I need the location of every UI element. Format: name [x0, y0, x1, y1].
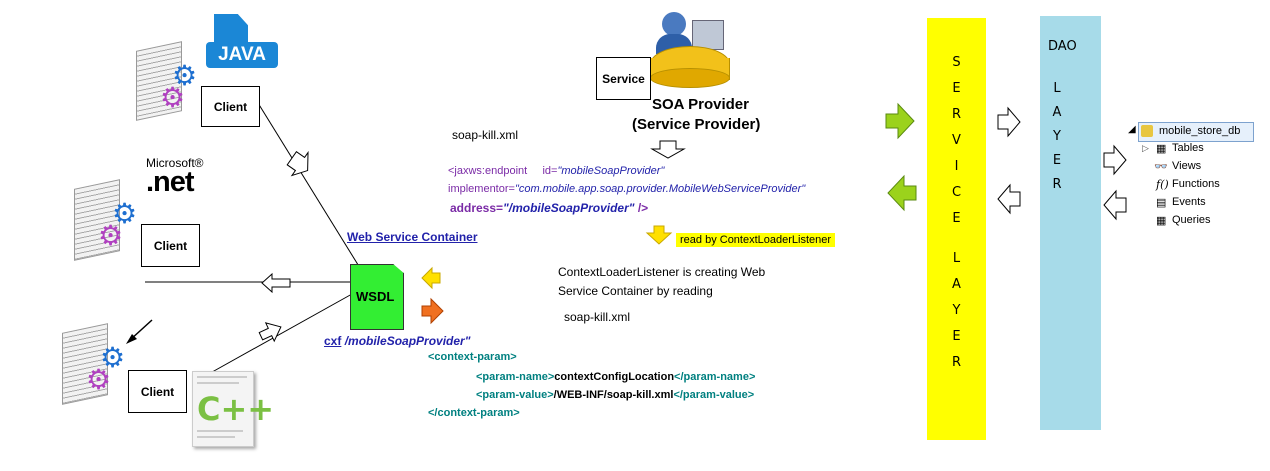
wsdl-label: WSDL	[356, 289, 395, 304]
arrow-right-green	[885, 102, 915, 140]
implementor-value: "com.mobile.app.soap.provider.MobileWebS…	[514, 183, 806, 195]
id-attr: id=	[542, 165, 558, 177]
param-name-line: <param-name>contextConfigLocation</param…	[476, 371, 755, 383]
client-box-java[interactable]: Client	[201, 86, 260, 127]
param-name-close: </param-name>	[674, 371, 756, 383]
client-label: Client	[153, 238, 188, 253]
arrow-right-white-1	[997, 106, 1021, 138]
endpoint-line-1: <jaxws:endpoint id="mobileSoapProvider"	[448, 165, 664, 177]
service-layer-label: S E R V I C E L A Y E R	[951, 55, 962, 370]
arrow-outline-1	[286, 150, 309, 177]
description-line-1: ContextLoaderListener is creating Web	[558, 265, 766, 279]
endpoint-line-2: implementor="com.mobile.app.soap.provide…	[448, 183, 805, 195]
param-name-open: <param-name>	[476, 371, 555, 383]
context-param-open: <context-param>	[428, 351, 517, 363]
table-icon: ▦	[1156, 143, 1167, 155]
param-value-line: <param-value>/WEB-INF/soap-kill.xml</par…	[476, 389, 754, 401]
db-tree: mobile_store_db ◢ ▷▦Tables 👓Views f()Fun…	[1126, 106, 1256, 238]
arrow-outline-2	[261, 272, 291, 294]
gear-icon-purple: ⚙	[98, 219, 124, 252]
database-icon	[1141, 125, 1153, 137]
endpoint-close: />	[637, 201, 649, 215]
soa-subtitle: (Service Provider)	[632, 116, 761, 133]
cpp-label: C++	[197, 390, 275, 428]
param-name-value: contextConfigLocation	[554, 371, 675, 383]
cxf-path: /mobileSoapProvider"	[344, 334, 471, 348]
implementor-attr: implementor=	[448, 183, 515, 195]
read-by-label: read by ContextLoaderListener	[676, 233, 836, 247]
param-value-value: /WEB-INF/soap-kill.xml	[553, 389, 674, 401]
dotnet-logo: .net	[146, 166, 195, 198]
db-item-functions[interactable]: f()Functions	[1156, 178, 1220, 191]
gear-icon-blue: ⚙	[172, 59, 198, 92]
gear-icon-purple: ⚙	[160, 81, 186, 114]
param-value-close: </param-value>	[673, 389, 755, 401]
web-service-container-label[interactable]: Web Service Container	[347, 230, 478, 244]
arrow-left-green	[887, 174, 917, 212]
param-value-open: <param-value>	[476, 389, 554, 401]
client-box-cpp[interactable]: Client	[128, 370, 187, 413]
db-item-queries[interactable]: ▦Queries	[1156, 214, 1211, 227]
arrow-right-orange	[421, 297, 444, 325]
service-box[interactable]: Service	[596, 57, 651, 100]
endpoint-line-3: address="/mobileSoapProvider" />	[450, 201, 648, 215]
arrow-right-white-2	[1103, 144, 1127, 176]
arrow-left-white-2	[1103, 189, 1127, 221]
db-root-label: mobile_store_db	[1159, 125, 1241, 137]
cpp-file-icon: C++	[192, 371, 274, 447]
cxf-link[interactable]: cxf	[324, 334, 342, 348]
collapse-icon[interactable]: ◢	[1128, 124, 1136, 135]
client-label: Client	[140, 384, 175, 399]
service-label: Service	[602, 71, 645, 86]
java-icon: JAVA	[206, 14, 278, 76]
client-box-dotnet[interactable]: Client	[141, 224, 200, 267]
address-attr: address=	[450, 201, 504, 215]
config-filename: soap-kill.xml	[452, 128, 519, 142]
function-icon: f()	[1156, 178, 1169, 191]
db-item-tables[interactable]: ▷▦Tables	[1142, 142, 1204, 155]
gear-icon-blue: ⚙	[100, 341, 126, 374]
arrow-down-soa	[650, 140, 686, 159]
calendar-icon: ▤	[1156, 197, 1167, 209]
wsdl-document	[350, 264, 404, 330]
gear-icon-purple: ⚙	[86, 363, 112, 396]
id-value: "mobileSoapProvider"	[557, 165, 665, 177]
expand-icon: ▷	[1142, 143, 1149, 153]
microsoft-label: Microsoft®	[146, 156, 204, 170]
description-file: soap-kill.xml	[564, 310, 631, 324]
service-layer: S E R V I C E L A Y E R	[927, 18, 986, 440]
arrow-left-yellow	[421, 266, 441, 290]
gear-icon-blue: ⚙	[112, 197, 138, 230]
soa-provider-icon	[650, 12, 730, 88]
context-param-close: </context-param>	[428, 407, 520, 419]
description-line-2: Service Container by reading	[558, 284, 713, 298]
db-item-events[interactable]: ▤Events	[1156, 196, 1206, 209]
client-label: Client	[213, 99, 248, 114]
query-icon: ▦	[1156, 215, 1167, 227]
arrow-left-white-1	[997, 183, 1021, 215]
glasses-icon: 👓	[1154, 161, 1168, 173]
cxf-address: cxf /mobileSoapProvider"	[324, 334, 470, 348]
java-label: JAVA	[206, 42, 278, 68]
dao-layer: DAO L A Y E R	[1040, 16, 1101, 430]
db-tree-items: ▷▦Tables 👓Views f()Functions ▤Events ▦Qu…	[1142, 142, 1248, 232]
endpoint-tag: <jaxws:endpoint	[448, 165, 528, 177]
db-root-item[interactable]: mobile_store_db	[1138, 122, 1254, 142]
dao-layer-label: L A Y E R	[1052, 81, 1062, 192]
dao-title: DAO	[1048, 39, 1077, 54]
db-item-views[interactable]: 👓Views	[1154, 160, 1202, 173]
soa-title: SOA Provider	[652, 96, 749, 113]
address-value: "/mobileSoapProvider"	[503, 201, 635, 215]
arrow-down-yellow	[645, 225, 673, 245]
arrow-outline-3	[258, 322, 282, 343]
